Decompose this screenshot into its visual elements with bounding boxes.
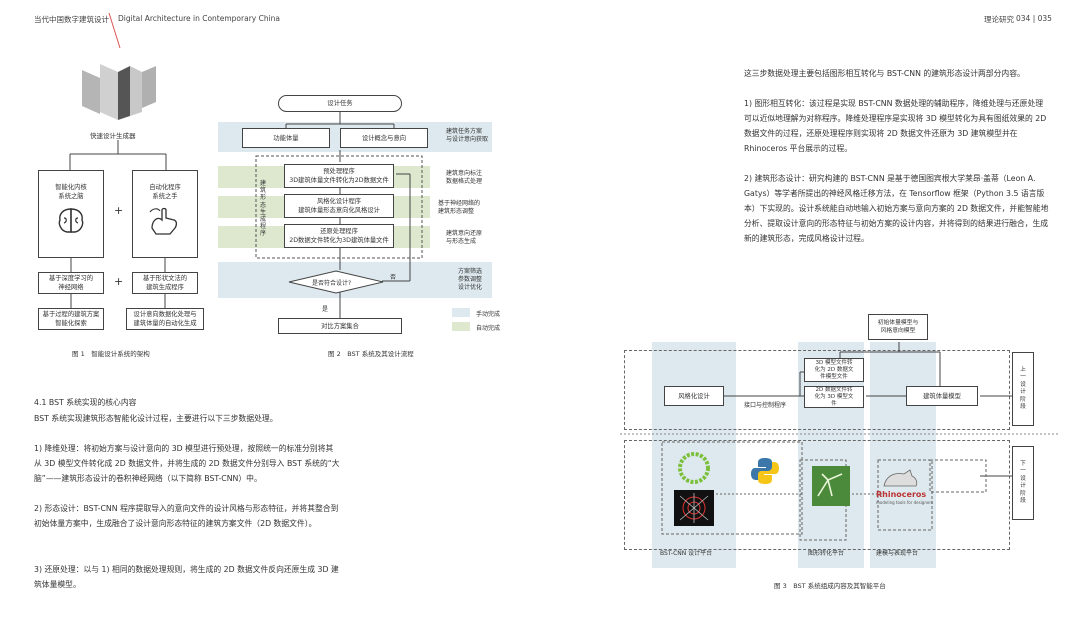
fig2-end: 对比方案集合 <box>278 318 402 334</box>
fig2-box-pre: 预处理程序 3D建筑体量文件转化为2D数据文件 <box>284 164 394 188</box>
fig2-yes-label: 是 <box>322 306 329 313</box>
fig2-box-concept: 设计概念与意向 <box>340 128 428 148</box>
fig1-box-explore: 基于过程的建筑方案 智能化探索 <box>38 308 104 330</box>
header-left-cn: 当代中国数字建筑设计 <box>34 15 109 24</box>
rhino-logo-sub: modeling tools for designers <box>876 500 934 505</box>
fig2-start: 设计任务 <box>278 95 402 112</box>
fig1-caption: 图 1 智能设计系统的架构 <box>72 350 150 358</box>
fig3-box-convert-b: 2D 数据文件转 化为 3D 模型文 件 <box>804 386 864 408</box>
fig3-box-init-model: 初始体量模型与 风格意向模型 <box>868 314 928 340</box>
fig2-legend-manual: 手动完成 <box>476 311 501 318</box>
fig1-box-dl: 基于深度学习的 神经网络 <box>38 272 104 294</box>
fig2-legend-auto-swatch <box>452 322 470 331</box>
fig1-logo-icon <box>82 64 156 120</box>
fig1-connectors <box>69 140 167 170</box>
tensorflow-ring-icon <box>678 452 710 484</box>
fig2-connectors <box>255 112 423 318</box>
fig2-legend-auto: 自动完成 <box>476 325 501 332</box>
header-slash <box>108 12 121 49</box>
fig2-side-4: 建筑意向还原 与形态生成 <box>446 230 483 245</box>
brain-icon <box>58 208 84 233</box>
fig2-side-2: 建筑意向标注 数据格式处理 <box>446 170 483 185</box>
fig1-plus-top: + <box>114 204 124 217</box>
header-section: 理论研究 <box>984 15 1014 24</box>
fig2-box-func: 功能体量 <box>242 128 330 148</box>
fig1-plus-bottom: + <box>114 275 124 288</box>
fig3-platform-convert: 图形转化平台 <box>808 550 845 557</box>
rhino-icon <box>883 469 918 487</box>
header-left-en: Digital Architecture in Contemporary Chi… <box>118 14 281 23</box>
python-icon <box>751 458 779 484</box>
fig3-platform-bst: BST-CNN 设计平台 <box>660 550 713 557</box>
fig2-caption: 图 2 BST 系统及其设计流程 <box>328 350 414 358</box>
fig3-caption: 图 3 BST 系统组成内容及其智能平台 <box>774 582 886 590</box>
fig3-box-style-design: 风格化设计 <box>664 386 724 406</box>
fig2-decision-label: 是否符合设计? <box>312 280 352 287</box>
hand-icon <box>149 207 178 235</box>
fig2-side-1: 建筑任务方案 与设计意向获取 <box>446 128 489 143</box>
fig1-top-label: 快速设计生成器 <box>90 132 136 140</box>
section-intro: BST 系统实现建筑形态智能化设计过程，主要进行以下三步数据处理。 <box>34 414 278 423</box>
fig1-mid-connectors <box>70 258 166 272</box>
fig2-no-label: 否 <box>390 274 397 281</box>
fig1-box-grammar: 基于形状文法的 建筑生成程序 <box>132 272 198 294</box>
fig2-side-5: 方案筛选 参数调整 设计优化 <box>458 268 483 291</box>
fig1-low-connectors <box>70 294 166 308</box>
header-page: 034 | 035 <box>1016 14 1052 23</box>
neural-web-icon <box>674 490 714 526</box>
fig3-box-convert-a: 3D 模型文件转 化为 2D 数据文 件模型文件 <box>804 358 864 382</box>
fig3-box-upper: 上 一 设 计 阶 段 <box>1012 352 1034 426</box>
right-paragraph-2: 2) 建筑形态设计：研究构建的 BST-CNN 是基于德国图宾根大学莱昂·盖蒂（… <box>744 174 1049 243</box>
fig3-upper-frame <box>624 350 1010 430</box>
fig3-box-lower: 下 一 设 计 阶 段 <box>1012 446 1034 520</box>
section-heading: 4.1 BST 系统实现的核心内容 <box>34 398 137 407</box>
fig3-platform-model: 建模与表现平台 <box>876 550 919 557</box>
fig3-box-gen-model: 建筑体量模型 <box>906 386 978 406</box>
fig3-lower-frame <box>624 440 1010 550</box>
right-paragraph-1: 1) 图形相互转化：该过程是实现 BST-CNN 数据处理的辅助程序，降维处理与… <box>744 99 1047 153</box>
fig2-decision-diamond <box>288 270 384 294</box>
left-paragraph-3: 3) 还原处理：以与 1) 相同的数据处理规则，将生成的 2D 数据文件反向还原… <box>34 565 339 589</box>
fig2-legend-manual-swatch <box>452 308 470 317</box>
fig2-box-post: 还原处理程序 2D数据文件转化为3D建筑体量文件 <box>284 224 394 248</box>
fig2-box-style: 风格化设计程序 建筑体量形态意向化风格设计 <box>284 194 394 218</box>
fig2-vertical-label: 建 筑 形 态 生 成 程 序 <box>260 180 267 238</box>
fig1-box-auto: 自动化程序 系统之手 <box>132 170 198 258</box>
rhino-logo-text: Rhinoceros <box>876 490 927 499</box>
fig1-box-generate: 设计意向数据化处理与 建筑体量的自动化生成 <box>126 308 204 330</box>
fig2-side-3: 基于神经网络的 建筑形态调整 <box>438 200 481 215</box>
left-paragraph-1: 1) 降维处理：将初始方案与设计意向的 3D 模型进行预处理，按照统一的标准分别… <box>34 444 340 483</box>
grasshopper-icon <box>812 466 850 506</box>
left-paragraph-2: 2) 形态设计：BST-CNN 程序提取导入的意向文件的设计风格与形态特征，并将… <box>34 504 339 528</box>
right-intro: 这三步数据处理主要包括图形相互转化与 BST-CNN 的建筑形态设计两部分内容。 <box>744 69 1025 78</box>
fig3-io-label: 接口与控制程序 <box>744 402 787 409</box>
